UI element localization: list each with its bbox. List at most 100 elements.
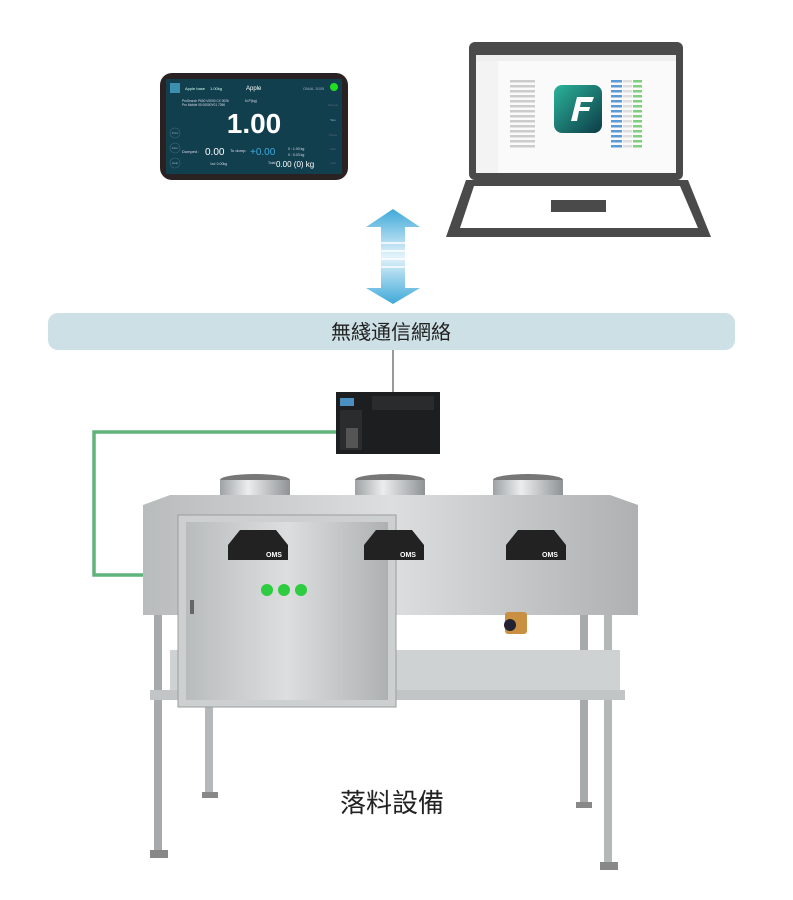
table-row-cell [623,130,632,133]
tablet-product: Apple [246,86,262,92]
to-dump-value: +0.00 [250,147,276,158]
tablet-weight: 1.00 [227,108,282,139]
tablet-device: OMAL 3005 [303,86,325,91]
table-row-cell [611,95,622,98]
table-row-cell [611,120,622,123]
table-row-cell [611,90,622,93]
table-row-cell [611,115,622,118]
dumped-label: Dumped : [182,149,199,154]
table-row-cell [611,140,622,143]
table-row-cell [623,140,632,143]
table-row-cell [510,130,535,133]
laptop-table [510,80,642,148]
total-value: 0.00 (0) kg [276,160,314,169]
table-row-cell [633,135,642,138]
table-row-cell [623,145,632,148]
total-label: Total [268,161,276,165]
tablet-sub: 1st: 0.00kg [210,162,227,166]
table-row-cell [611,80,622,83]
table-row-cell [623,85,632,88]
table-row-cell [633,115,642,118]
table-row-cell [633,140,642,143]
table-row-cell [611,135,622,138]
tare-button[interactable]: Tare [330,118,336,122]
table-row-cell [623,95,632,98]
zero-button[interactable]: Zero [172,146,179,150]
stat-1: 0 : 1.00 kg [288,147,304,151]
trackpad [551,200,606,212]
table-row-cell [633,145,642,148]
table-row-cell [510,135,535,138]
table-row-cell [633,90,642,93]
table-row-cell [623,90,632,93]
table-row-cell [510,125,535,128]
table-row-cell [633,110,642,113]
table-row-cell [510,90,535,93]
table-row-cell [623,120,632,123]
f-logo-glyph [571,97,594,121]
table-row-cell [611,110,622,113]
table-row-cell [510,145,535,148]
equipment-label: 落料設備 [340,789,444,819]
bidirectional-arrow-icon [366,209,420,304]
table-row-cell [623,105,632,108]
table-row-cell [510,80,535,83]
table-row-cell [623,125,632,128]
table-row-cell [633,85,642,88]
table-row-cell [623,135,632,138]
scale-display: OMS [506,530,566,560]
table-row-cell [623,100,632,103]
table-row-cell [633,80,642,83]
table-row-cell [633,100,642,103]
door-lock [190,600,194,614]
tablet-product-label: Apple base [185,86,206,91]
table-row-cell [611,105,622,108]
tablet-unit: N.P(kg) [245,99,257,103]
scale-brand: OMS [266,552,282,559]
table-row-cell [611,85,622,88]
table-row-cell [510,140,535,143]
network-label: 無綫通信網絡 [331,320,451,344]
controller-wire [92,430,338,577]
sample-button[interactable]: Sample [328,103,339,107]
indicator-light [295,584,307,596]
tablet-info-2: Pro Mobile 00 00000Y01 7396 [182,103,225,107]
print-button[interactable]: Print [172,131,178,135]
table-row-cell [510,100,535,103]
to-dump-label: To dump: [230,148,246,153]
table-row-cell [510,105,535,108]
dumped-value: 0.00 [205,147,225,158]
start-button[interactable]: Start [330,147,337,151]
table-row-cell [611,100,622,103]
scale-display: OMS [364,530,424,560]
dropping-equipment: OMS OMS OMS [143,474,638,870]
pause-button[interactable]: Pause [329,133,338,137]
tablet-target: 1.00kg [210,86,222,91]
table-row-cell [633,130,642,133]
stat-2: 0 : 0.03 kg [288,153,304,157]
table-row-cell [611,125,622,128]
laptop [446,42,711,237]
scale-display: OMS [228,530,288,560]
table-row-cell [611,145,622,148]
tablet: Apple base 1.00kg Apple OMAL 3005 ProSea… [160,73,348,180]
table-row-cell [633,125,642,128]
table-row-cell [510,115,535,118]
scale-brand: OMS [400,552,416,559]
tablet-right-buttons[interactable]: Sample Tare Pause Start Last [328,103,339,165]
last-button[interactable]: Last [330,161,336,165]
table-row-cell [633,120,642,123]
tablet-left-buttons[interactable]: Print Zero Help [169,127,181,169]
tablet-info-1: ProSearch P600 V0000 CX 0026 [182,99,229,103]
table-row-cell [623,115,632,118]
table-row-cell [510,110,535,113]
indicator-light [278,584,290,596]
indicator-light [261,584,273,596]
plc-controller [336,392,440,454]
scale-brand: OMS [542,552,558,559]
table-row-cell [633,105,642,108]
table-row-cell [633,95,642,98]
table-row-cell [510,85,535,88]
table-row-cell [611,130,622,133]
help-button[interactable]: Help [172,161,179,165]
